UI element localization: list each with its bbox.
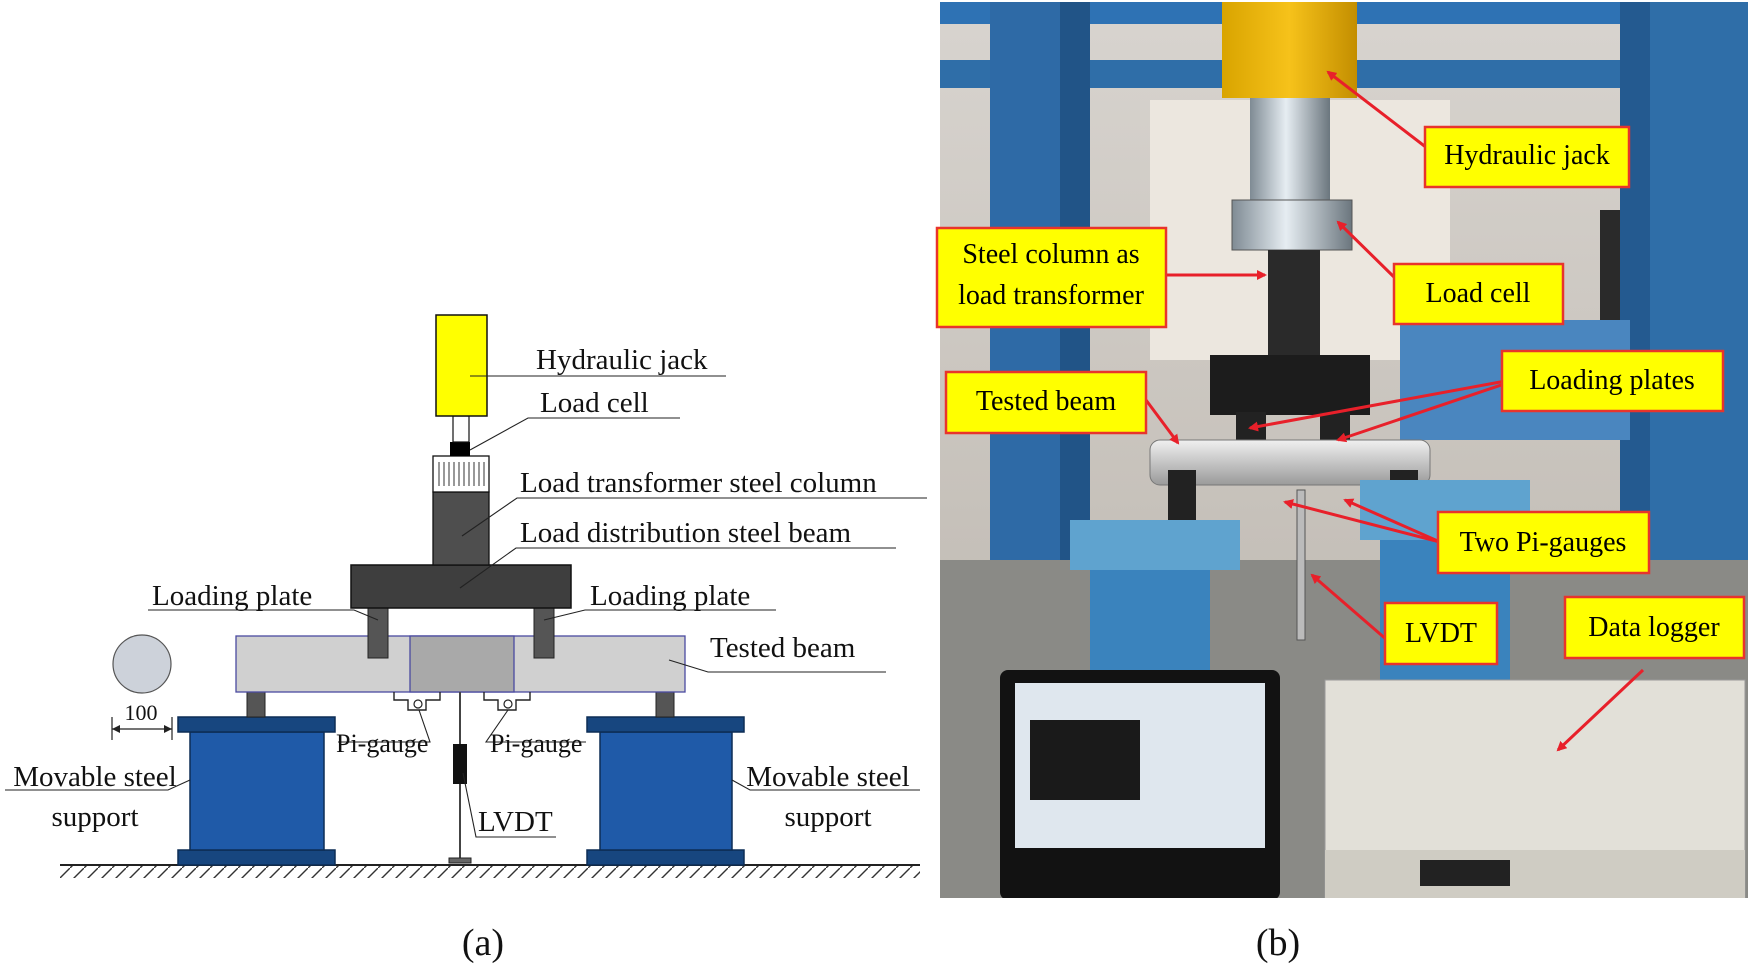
callout-load-cell-text: Load cell [1426, 278, 1531, 309]
callout-lvdt: LVDT [1383, 601, 1499, 666]
callout-data-logger: Data logger [1563, 595, 1746, 660]
photo-hydraulic-jack [1222, 2, 1357, 98]
label-support-left-1: Movable steel [13, 761, 176, 793]
photo-tested-beam [1149, 439, 1431, 486]
photo-load-cell [1231, 199, 1353, 251]
loading-plate-left [367, 607, 389, 659]
right-support-base [586, 849, 745, 866]
callout-loading-plates: Loading plates [1500, 349, 1725, 413]
loading-plate-right [533, 607, 555, 659]
label-load-transformer: Load transformer steel column [520, 467, 877, 499]
tested-beam-midzone [409, 635, 515, 693]
callout-two-pi-gauges-box [1436, 510, 1651, 575]
callout-hydraulic-jack-box [1423, 125, 1631, 189]
label-loading-plate-right: Loading plate [590, 580, 750, 612]
photo-steel-column [1268, 250, 1320, 360]
caption-b: (b) [1256, 922, 1300, 964]
callout-load-cell: Load cell [1392, 262, 1565, 326]
ground [60, 864, 920, 878]
left-movable-support [177, 671, 336, 866]
panel-b-photo: Hydraulic jack Steel column as load tran… [935, 2, 1748, 964]
callout-loading-plates-text: Loading plates [1529, 365, 1695, 396]
photo-data-logger-front [1325, 850, 1745, 898]
left-support-base [177, 849, 336, 866]
dimension-100: 100 [111, 700, 173, 740]
label-tested-beam: Tested beam [710, 632, 856, 664]
callout-steel-column-text-2: load transformer [958, 280, 1144, 311]
callout-load-cell-box [1392, 262, 1565, 326]
pi-gauge-left [393, 692, 441, 711]
dimension-label: 100 [125, 700, 158, 725]
panel-a-leader-lines [5, 375, 927, 838]
callout-steel-column-box [935, 226, 1168, 329]
label-load-cell: Load cell [540, 387, 649, 419]
load-transformer-column [432, 491, 490, 566]
label-support-right-1: Movable steel [746, 761, 909, 793]
callout-tested-beam-text: Tested beam [976, 386, 1117, 417]
label-hydraulic-jack: Hydraulic jack [536, 344, 708, 376]
load-cell-top-block [450, 442, 470, 456]
load-cell-body [432, 455, 490, 493]
tested-beam [235, 635, 686, 693]
callout-two-pi-gauges-text: Two Pi-gauges [1460, 527, 1627, 558]
photo-support-left-top [1070, 520, 1240, 570]
load-distribution-beam [350, 564, 572, 609]
panel-b-arrows [1144, 70, 1645, 752]
label-load-distribution: Load distribution steel beam [520, 517, 851, 549]
callout-lvdt-text: LVDT [1405, 618, 1477, 649]
callout-lvdt-box [1383, 601, 1499, 666]
label-loading-plate-left: Loading plate [152, 580, 312, 612]
lvdt-sensor [448, 692, 472, 864]
lvdt-body [453, 744, 467, 784]
callout-loading-plates-box [1500, 349, 1725, 413]
callout-two-pi-gauges: Two Pi-gauges [1436, 510, 1651, 575]
hydraulic-jack-body [435, 314, 488, 417]
callout-hydraulic-jack-text: Hydraulic jack [1444, 140, 1610, 171]
label-support-right-2: support [785, 801, 872, 833]
cross-section-circle [112, 634, 172, 694]
left-support-cap [177, 716, 336, 733]
callout-hydraulic-jack: Hydraulic jack [1423, 125, 1631, 189]
photo-piston [1250, 98, 1330, 208]
pi-gauge-right [483, 692, 531, 711]
lvdt-base [448, 857, 472, 864]
callout-data-logger-box [1563, 595, 1746, 660]
callout-tested-beam-box [944, 370, 1148, 435]
caption-a: (a) [462, 922, 504, 964]
label-pi-gauge-left: Pi-gauge [336, 729, 428, 758]
photo-data-logger-display [1420, 860, 1510, 886]
callout-tested-beam: Tested beam [944, 370, 1148, 435]
label-pi-gauge-right: Pi-gauge [490, 729, 582, 758]
left-support-body [189, 731, 325, 851]
right-support-body [599, 731, 733, 851]
right-support-cap [586, 716, 745, 733]
label-lvdt: LVDT [478, 806, 553, 838]
photo-laptop-plot [1030, 720, 1140, 800]
label-support-left-2: support [52, 801, 139, 833]
callout-data-logger-text: Data logger [1588, 612, 1720, 643]
load-cell [432, 442, 490, 493]
ground-hatch [60, 866, 920, 878]
photo-distribution-beam [1210, 355, 1370, 415]
jack-piston [452, 415, 470, 443]
photo-lvdt [1296, 489, 1306, 641]
right-movable-support [586, 671, 745, 866]
panel-a-schematic: 100 [5, 314, 927, 964]
callout-steel-column-text-1: Steel column as [962, 239, 1139, 270]
callout-steel-column: Steel column as load transformer [935, 226, 1168, 329]
photo-support-roller-left [1168, 470, 1196, 520]
